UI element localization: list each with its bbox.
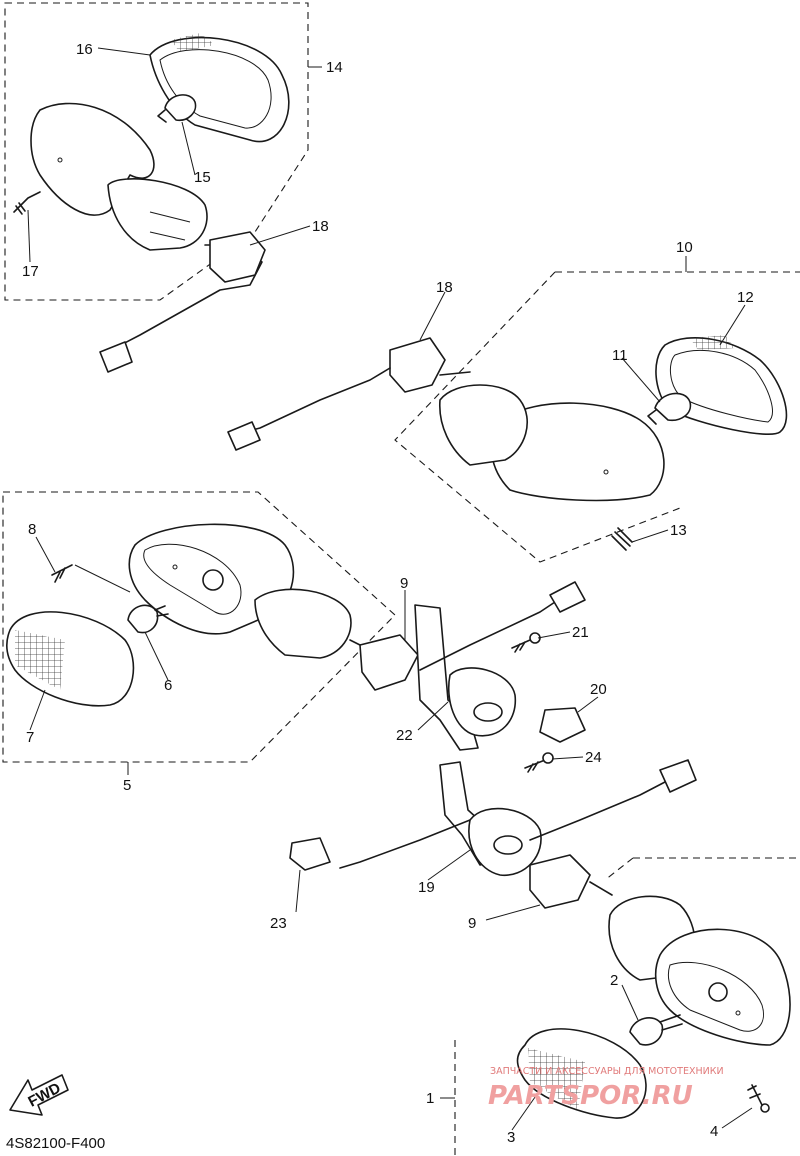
- callout-5: 5: [123, 777, 131, 794]
- callout-12: 12: [737, 289, 754, 306]
- callout-7: 7: [26, 729, 34, 746]
- callout-1: 1: [426, 1090, 434, 1107]
- callout-16: 16: [76, 41, 93, 58]
- bracket-assembly: [289, 581, 697, 909]
- assembly-group-5: [2, 491, 396, 763]
- leader-lines: [27, 47, 753, 1131]
- assembly-group-14: [4, 2, 309, 373]
- watermark: ЗАПЧАСТИ И АКСЕССУАРЫ ДЛЯ МОТОТЕХНИКИ PA…: [488, 1066, 724, 1111]
- callout-20: 20: [590, 681, 607, 698]
- callout-11: 11: [612, 347, 628, 364]
- callout-8: 8: [28, 521, 36, 538]
- callout-23: 23: [270, 915, 287, 932]
- callout-9-lower: 9: [468, 915, 476, 932]
- callout-15: 15: [194, 169, 211, 186]
- callout-4: 4: [710, 1123, 718, 1140]
- callout-3: 3: [507, 1129, 515, 1146]
- callout-2: 2: [610, 972, 618, 989]
- watermark-logo: PARTSPOR.RU: [488, 1081, 693, 1111]
- callout-14: 14: [326, 59, 343, 76]
- callout-24: 24: [585, 749, 602, 766]
- drawing-code: 4S82100-F400: [6, 1135, 105, 1152]
- callout-18-lower: 18: [436, 279, 453, 296]
- callout-22: 22: [396, 727, 413, 744]
- assembly-group-1: [454, 857, 800, 1156]
- callout-labels: 16 14 15 18 17 10 18 12 11 13 8 9 21 6 2…: [22, 41, 754, 1146]
- callout-13: 13: [670, 522, 687, 539]
- callout-21: 21: [572, 624, 589, 641]
- callout-10: 10: [676, 239, 693, 256]
- assembly-group-10: [227, 271, 800, 563]
- callout-19: 19: [418, 879, 435, 896]
- watermark-tagline: ЗАПЧАСТИ И АКСЕССУАРЫ ДЛЯ МОТОТЕХНИКИ: [490, 1066, 724, 1077]
- callout-6: 6: [164, 677, 172, 694]
- fwd-arrow-icon: FWD: [9, 1074, 69, 1116]
- callout-17: 17: [22, 263, 39, 280]
- callout-18-upper: 18: [312, 218, 329, 235]
- callout-9-upper: 9: [400, 575, 408, 592]
